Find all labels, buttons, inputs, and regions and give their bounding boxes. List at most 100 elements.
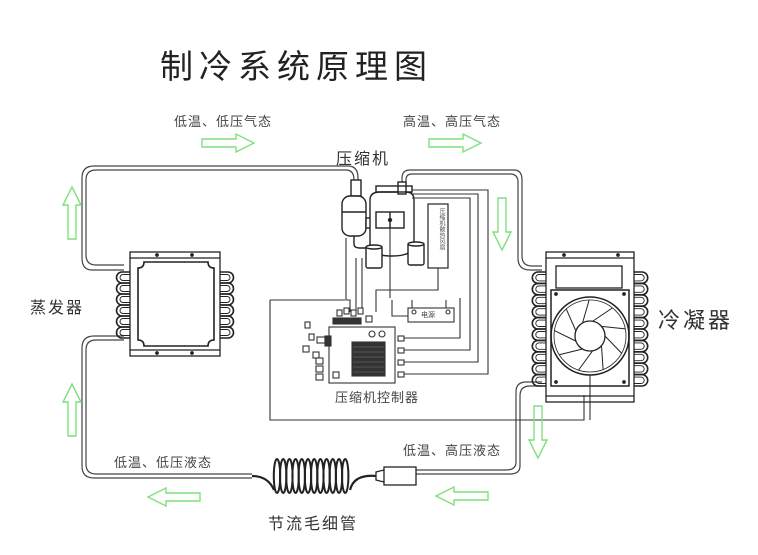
controller-label: 压缩机控制器 bbox=[335, 391, 420, 406]
fan-blade bbox=[600, 345, 604, 370]
compressor-label: 压缩机 bbox=[336, 149, 391, 168]
coil-loop bbox=[634, 305, 649, 319]
coil-loop bbox=[634, 316, 649, 330]
refrigerant-pipes bbox=[81, 165, 542, 479]
coil-loop bbox=[634, 351, 649, 364]
arrow-down-icon bbox=[528, 405, 548, 459]
filter-drier bbox=[375, 466, 417, 486]
coil-loop-inner bbox=[535, 274, 546, 282]
fan-blade bbox=[578, 350, 594, 371]
power-supply-label: 电源 bbox=[421, 311, 435, 319]
coil-loop bbox=[220, 282, 235, 295]
power-supply bbox=[407, 307, 455, 323]
coil-loop bbox=[115, 315, 130, 328]
state-label-low-temp-low-pressure-liquid: 低温、低压液态 bbox=[114, 456, 213, 471]
coil-loop-inner bbox=[535, 308, 546, 316]
coil-loop-inner bbox=[634, 285, 645, 293]
coil-loop-inner bbox=[535, 319, 546, 327]
coil-loop-inner bbox=[634, 365, 645, 373]
coil-loop-inner bbox=[119, 329, 130, 336]
condenser-label: 冷凝器 bbox=[658, 309, 734, 334]
coil-loop-inner bbox=[220, 274, 231, 281]
coil-loop bbox=[531, 351, 546, 364]
coil-loop-inner bbox=[634, 274, 645, 282]
fan-blade bbox=[559, 348, 583, 356]
coil-loop bbox=[220, 293, 235, 306]
coil-loop-inner bbox=[220, 318, 231, 325]
coil-loop bbox=[220, 315, 235, 328]
evaporator bbox=[115, 251, 235, 357]
coil-loop-inner bbox=[634, 376, 645, 384]
coil-loop-inner bbox=[634, 331, 645, 339]
coil-loop bbox=[220, 271, 235, 284]
coil-loop bbox=[634, 328, 649, 342]
arrow-right-icon bbox=[201, 133, 255, 153]
coil-loop bbox=[531, 316, 546, 330]
coil-loop-inner bbox=[634, 319, 645, 327]
coil-loop-inner bbox=[634, 353, 645, 362]
control-wiring bbox=[269, 189, 585, 421]
coil-loop-inner bbox=[220, 296, 231, 303]
state-label-high-temp-high-pressure-gas: 高温、高压气态 bbox=[403, 115, 502, 130]
coil-loop bbox=[531, 271, 546, 285]
compressor-controller-board bbox=[302, 307, 405, 384]
capillary-turn bbox=[341, 458, 350, 494]
coil-loop bbox=[634, 362, 649, 376]
state-label-low-temp-low-pressure-gas: 低温、低压气态 bbox=[174, 115, 273, 130]
condenser bbox=[531, 251, 649, 420]
coil-loop bbox=[115, 271, 130, 284]
capillary-label: 节流毛细管 bbox=[268, 514, 359, 533]
coil-loop-inner bbox=[119, 285, 130, 292]
arrow-up-icon bbox=[62, 383, 82, 437]
coil-loop bbox=[115, 304, 130, 317]
coil-loop bbox=[531, 373, 546, 387]
coil-loop bbox=[531, 294, 546, 307]
diagram-title: 制冷系统原理图 bbox=[160, 47, 433, 86]
coil-loop-inner bbox=[535, 342, 546, 350]
arrow-left-icon bbox=[435, 486, 489, 506]
coil-loop-inner bbox=[535, 296, 546, 305]
state-label-low-temp-high-pressure-liquid: 低温、高压液态 bbox=[403, 444, 502, 459]
compressor-fan-label: 压缩机散热风扇 bbox=[438, 208, 445, 250]
coil-loop-inner bbox=[119, 307, 130, 314]
coil-loop bbox=[220, 304, 235, 317]
coil-loop bbox=[115, 293, 130, 306]
coil-loop bbox=[115, 326, 130, 339]
compressor bbox=[341, 179, 425, 269]
coil-loop-inner bbox=[220, 307, 231, 314]
coil-loop-inner bbox=[119, 274, 130, 281]
fan-blade bbox=[565, 308, 577, 332]
arrow-right-icon bbox=[428, 133, 482, 153]
coil-loop bbox=[634, 294, 649, 307]
capillary-coil bbox=[251, 458, 377, 494]
coil-loop-inner bbox=[119, 318, 130, 325]
fan-blade bbox=[601, 325, 626, 330]
coil-loop bbox=[220, 326, 235, 339]
coil-loop-inner bbox=[220, 285, 231, 292]
coil-loop-inner bbox=[535, 331, 546, 339]
coil-loop-inner bbox=[119, 296, 130, 303]
fan-blade bbox=[554, 330, 577, 342]
coil-loop-inner bbox=[535, 376, 546, 384]
coil-loop bbox=[634, 271, 649, 285]
coil-loop-inner bbox=[535, 285, 546, 293]
coil-loop-inner bbox=[535, 365, 546, 373]
evaporator-label: 蒸发器 bbox=[30, 298, 85, 317]
coil-loop bbox=[115, 282, 130, 295]
coil-loop bbox=[531, 328, 546, 342]
coil-loop-inner bbox=[535, 353, 546, 362]
coil-loop bbox=[634, 282, 649, 296]
coil-loop-inner bbox=[634, 342, 645, 350]
fan-blade bbox=[582, 299, 590, 324]
coil-loop-inner bbox=[634, 308, 645, 316]
arrow-left-icon bbox=[147, 487, 201, 507]
coil-loop bbox=[531, 339, 546, 353]
coil-loop bbox=[531, 305, 546, 319]
arrow-down-icon bbox=[492, 197, 512, 251]
arrow-up-icon bbox=[62, 186, 82, 240]
fan-blade bbox=[604, 335, 622, 354]
coil-loop bbox=[634, 373, 649, 387]
coil-loop bbox=[531, 362, 546, 376]
coil-loop-inner bbox=[220, 329, 231, 336]
